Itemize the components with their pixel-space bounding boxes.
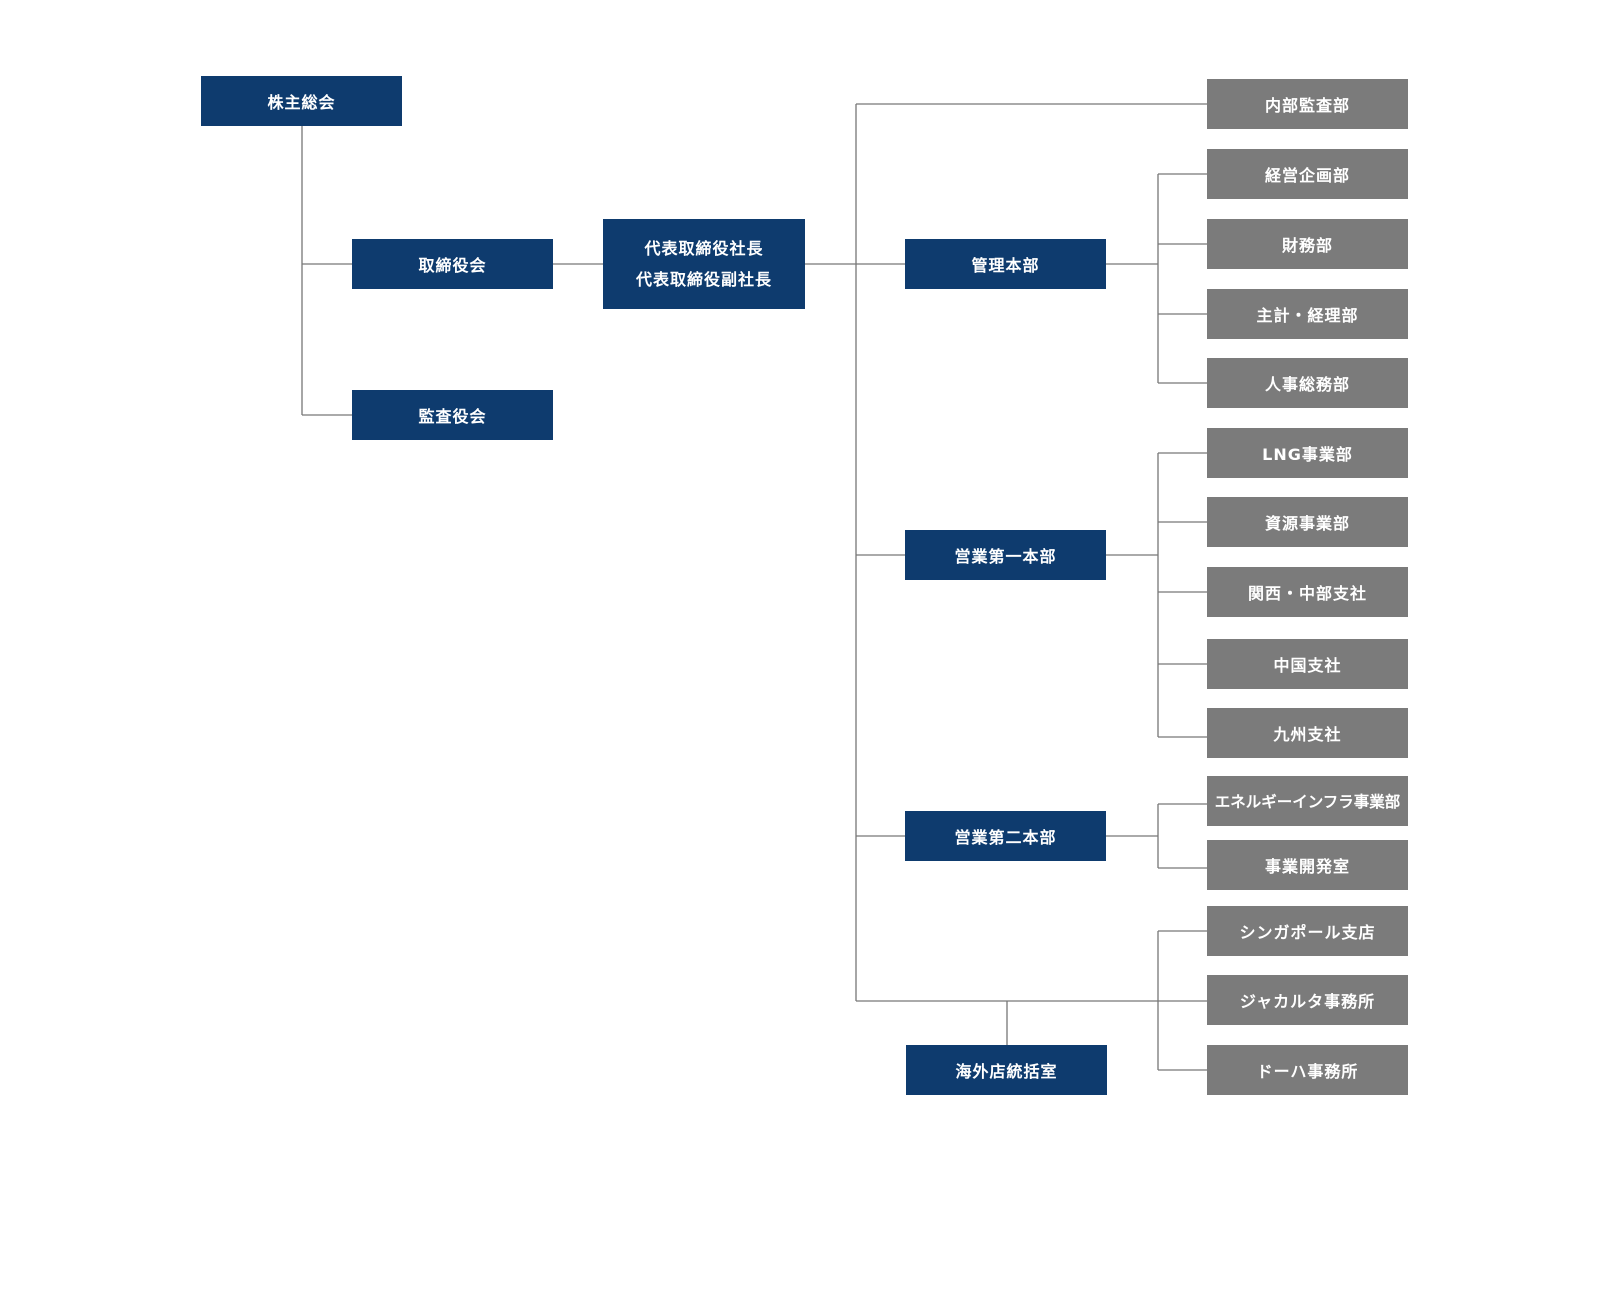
jakarta-office-box: ジャカルタ事務所 <box>1207 975 1408 1025</box>
box-label: ジャカルタ事務所 <box>1239 992 1376 1011</box>
overseas-office-box: 海外店統括室 <box>906 1045 1107 1095</box>
box-label: ドーハ事務所 <box>1256 1062 1359 1081</box>
board-of-directors-box: 取締役会 <box>352 239 553 289</box>
box-label: 監査役会 <box>418 407 487 426</box>
box-label: エネルギーインフラ事業部 <box>1214 793 1401 811</box>
box-label: 内部監査部 <box>1264 96 1350 115</box>
lng-dept-box: LNG事業部 <box>1207 428 1408 478</box>
audit-board-box: 監査役会 <box>352 390 553 440</box>
box-label: 中国支社 <box>1273 656 1342 675</box>
sales-division-2-box: 営業第二本部 <box>905 811 1106 861</box>
president-box: 代表取締役社長 代表取締役副社長 <box>603 219 805 309</box>
box-label: 事業開発室 <box>1264 857 1350 876</box>
admin-division-box: 管理本部 <box>905 239 1106 289</box>
box-label: 関西・中部支社 <box>1247 584 1367 603</box>
box-label-line1: 代表取締役社長 <box>644 239 764 258</box>
kansai-branch-box: 関西・中部支社 <box>1207 567 1408 617</box>
box-label: 株主総会 <box>267 93 336 112</box>
sales-division-1-box: 営業第一本部 <box>905 530 1106 580</box>
box-label: 財務部 <box>1281 236 1333 255</box>
box-label: 主計・経理部 <box>1256 306 1359 325</box>
box-label-line2: 代表取締役副社長 <box>635 270 772 289</box>
box-label: シンガポール支店 <box>1239 923 1376 942</box>
chugoku-branch-box: 中国支社 <box>1207 639 1408 689</box>
box-label: 管理本部 <box>971 256 1040 275</box>
box-label: 海外店統括室 <box>955 1062 1058 1081</box>
accounting-dept-box: 主計・経理部 <box>1207 289 1408 339</box>
box-label: 営業第二本部 <box>954 828 1057 847</box>
singapore-branch-box: シンガポール支店 <box>1207 906 1408 956</box>
business-dev-office-box: 事業開発室 <box>1207 840 1408 890</box>
box-label: 取締役会 <box>418 256 487 275</box>
box-label: 営業第一本部 <box>954 547 1057 566</box>
box-label: 九州支社 <box>1273 725 1342 744</box>
box-label: 経営企画部 <box>1264 166 1350 185</box>
shareholders-meeting-box: 株主総会 <box>201 76 402 126</box>
finance-dept-box: 財務部 <box>1207 219 1408 269</box>
resources-dept-box: 資源事業部 <box>1207 497 1408 547</box>
planning-dept-box: 経営企画部 <box>1207 149 1408 199</box>
internal-audit-dept-box: 内部監査部 <box>1207 79 1408 129</box>
hr-dept-box: 人事総務部 <box>1207 358 1408 408</box>
box-label: LNG事業部 <box>1262 445 1353 464</box>
box-label: 資源事業部 <box>1264 514 1350 533</box>
energy-infra-dept-box: エネルギーインフラ事業部 <box>1207 776 1408 826</box>
box-label: 人事総務部 <box>1264 375 1350 394</box>
kyushu-branch-box: 九州支社 <box>1207 708 1408 758</box>
doha-office-box: ドーハ事務所 <box>1207 1045 1408 1095</box>
